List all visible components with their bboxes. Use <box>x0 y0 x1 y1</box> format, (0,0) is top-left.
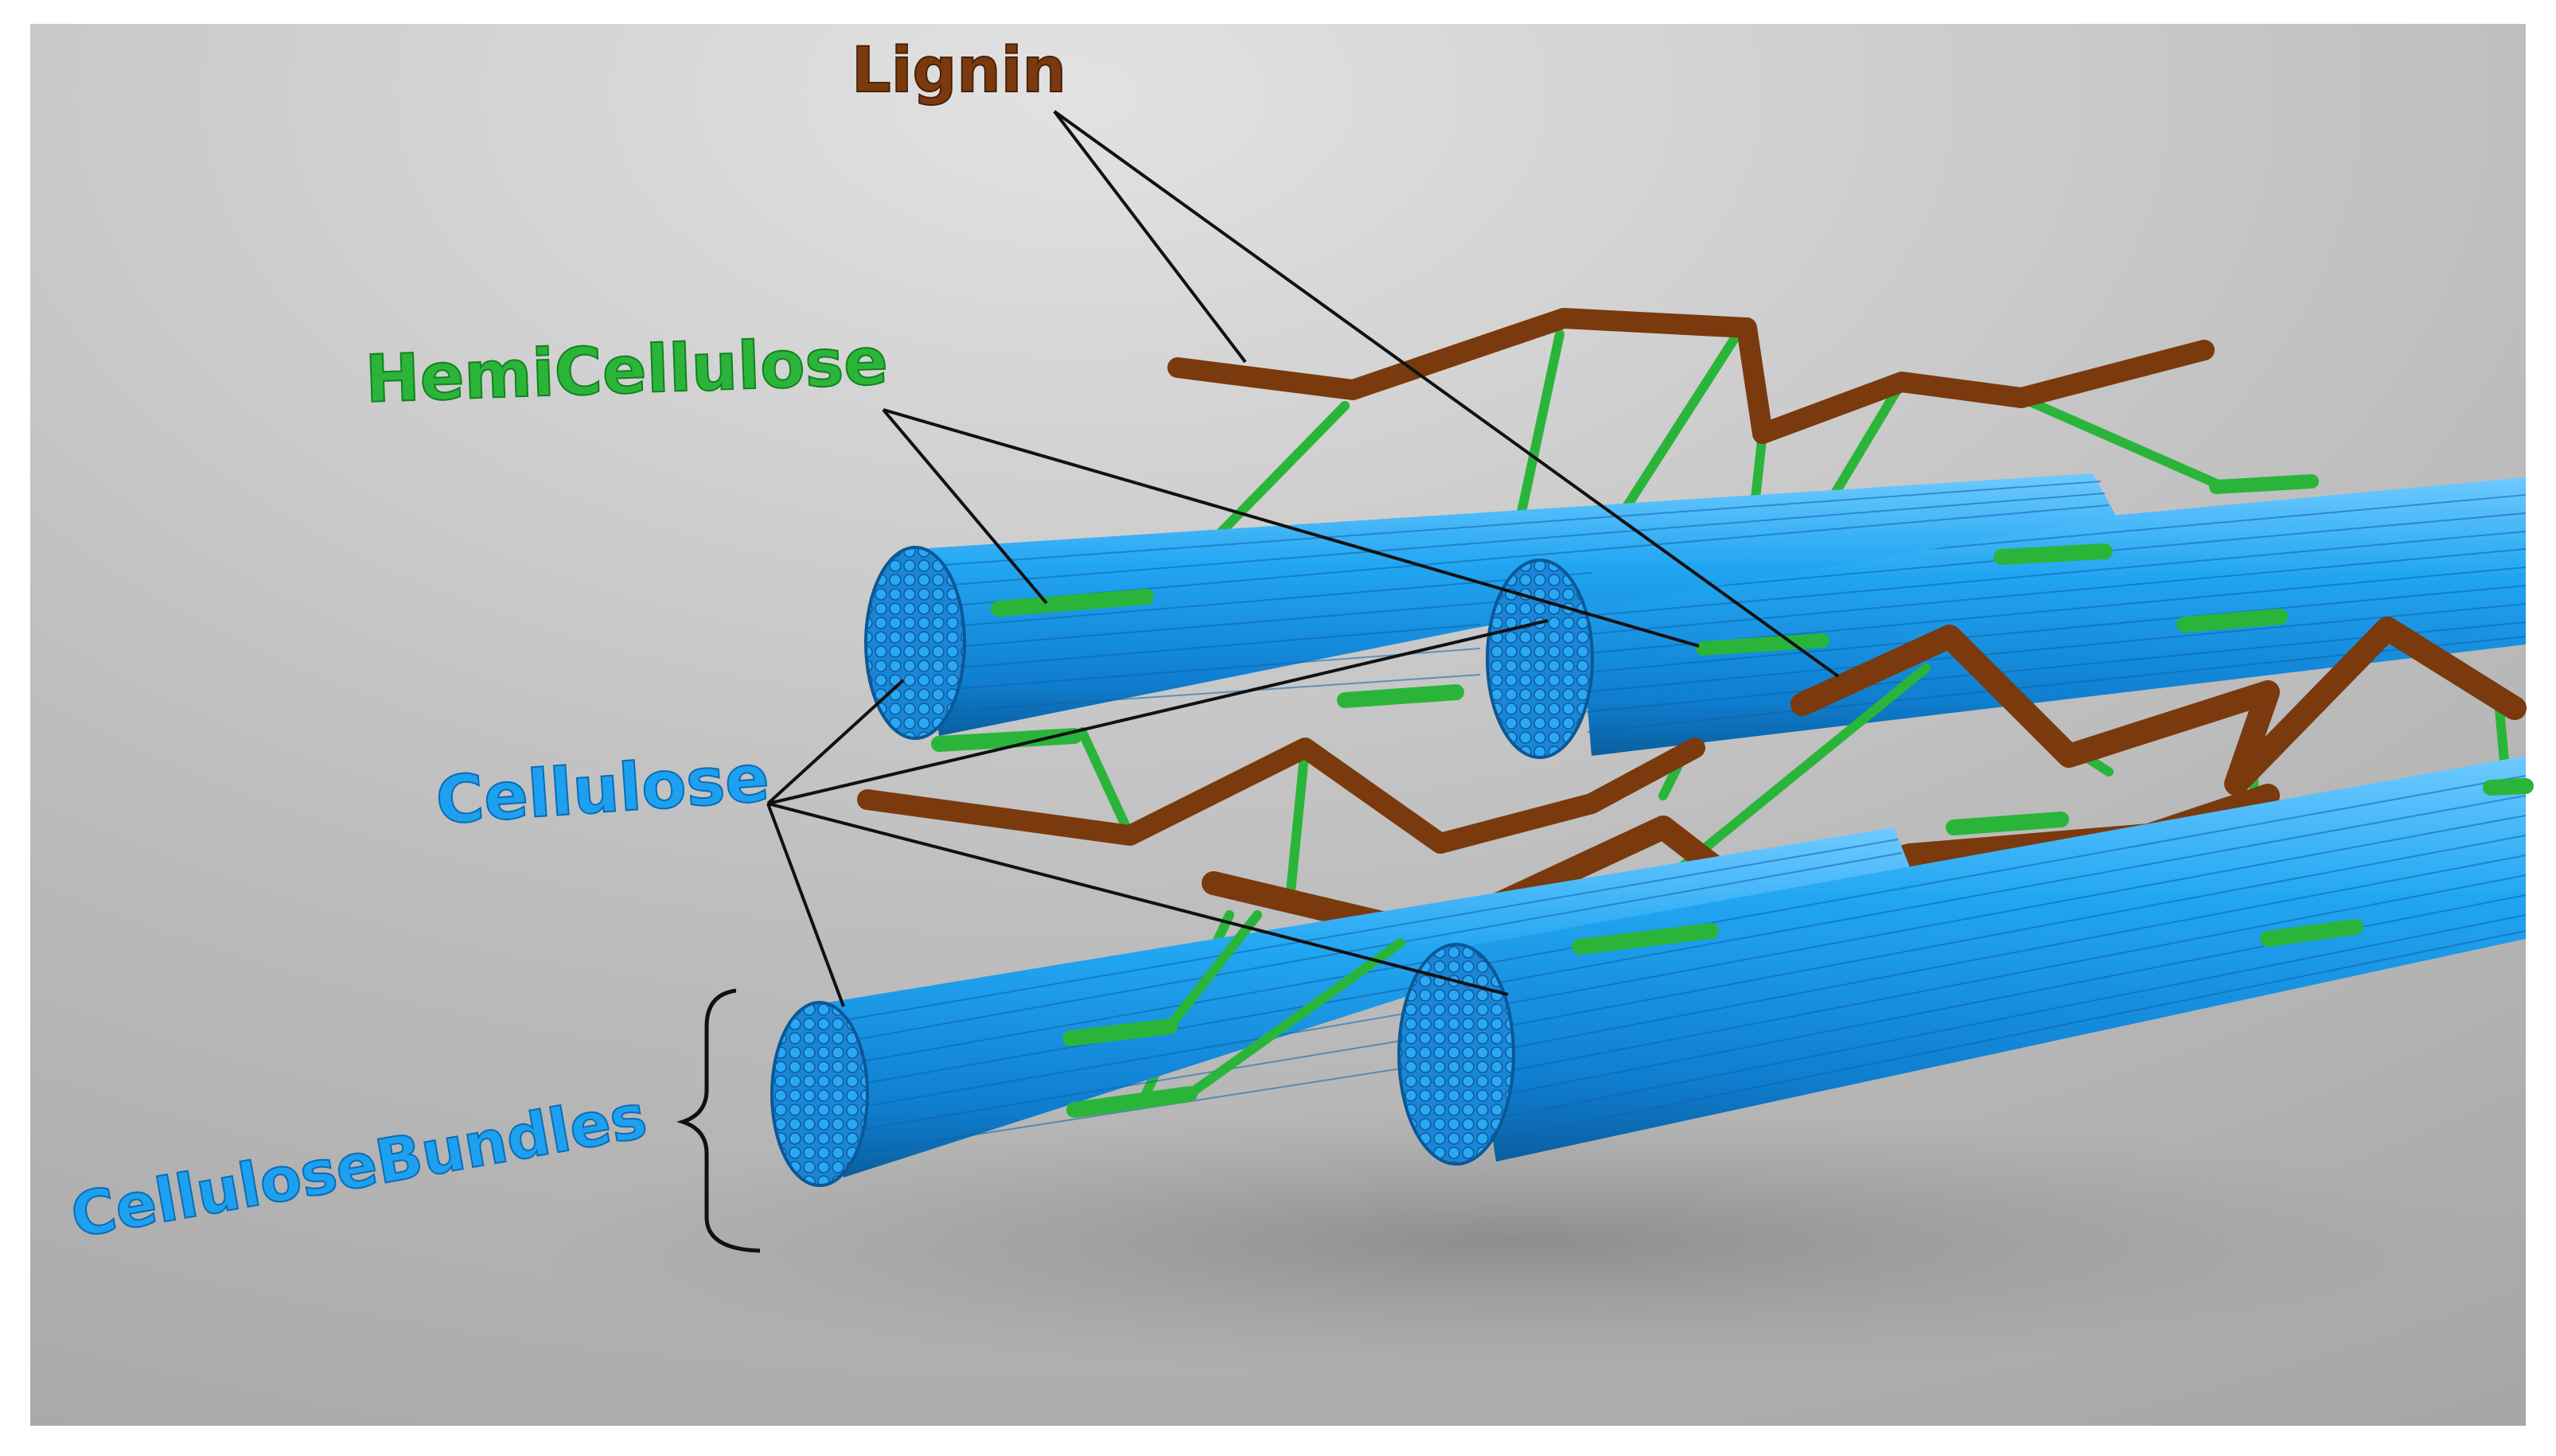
cellulose-leader <box>767 802 1509 996</box>
hemicellulose-leader <box>882 408 1048 605</box>
hemicellulose-label: HemiCellulose <box>364 324 889 418</box>
hemicellulose-link <box>1825 377 1907 506</box>
bundle-end-face <box>770 1001 869 1187</box>
cellulose-bundle <box>1397 756 2527 1166</box>
lignin-label: Lignin <box>851 35 1066 107</box>
hemicellulose-on-bundle <box>1572 778 2534 955</box>
lignin-chain <box>857 738 1705 854</box>
cellulose-bundle <box>770 827 1910 1187</box>
leader-lines <box>766 110 1840 1007</box>
lignin-leader <box>1053 110 1247 364</box>
cellulose-leader <box>766 679 905 805</box>
bundle-end-face <box>1397 943 1515 1166</box>
cellulose-label: Cellulose <box>434 741 772 839</box>
hemicellulose-on-bundle <box>1062 1018 1198 1118</box>
bundle-end-face <box>1486 559 1594 759</box>
cellulose-leader <box>766 803 845 1007</box>
hemicellulose-segment <box>2209 474 2319 494</box>
bundle-brace <box>676 988 761 1253</box>
hemicellulose-leader <box>883 408 1700 648</box>
bundle-end-face <box>864 546 966 740</box>
hemicellulose-links <box>1165 910 1405 1099</box>
hemicellulose-link <box>2016 393 2225 490</box>
lignin-chain <box>1790 617 2527 796</box>
cellulose-leader <box>767 619 1549 805</box>
hemicellulose-on-bundle <box>991 543 2288 633</box>
floor-shadow <box>517 1106 2507 1376</box>
lignin-leader <box>1053 110 1840 678</box>
hemicellulose-on-bundle <box>1696 633 1829 656</box>
lignin-chain <box>1167 308 2215 444</box>
